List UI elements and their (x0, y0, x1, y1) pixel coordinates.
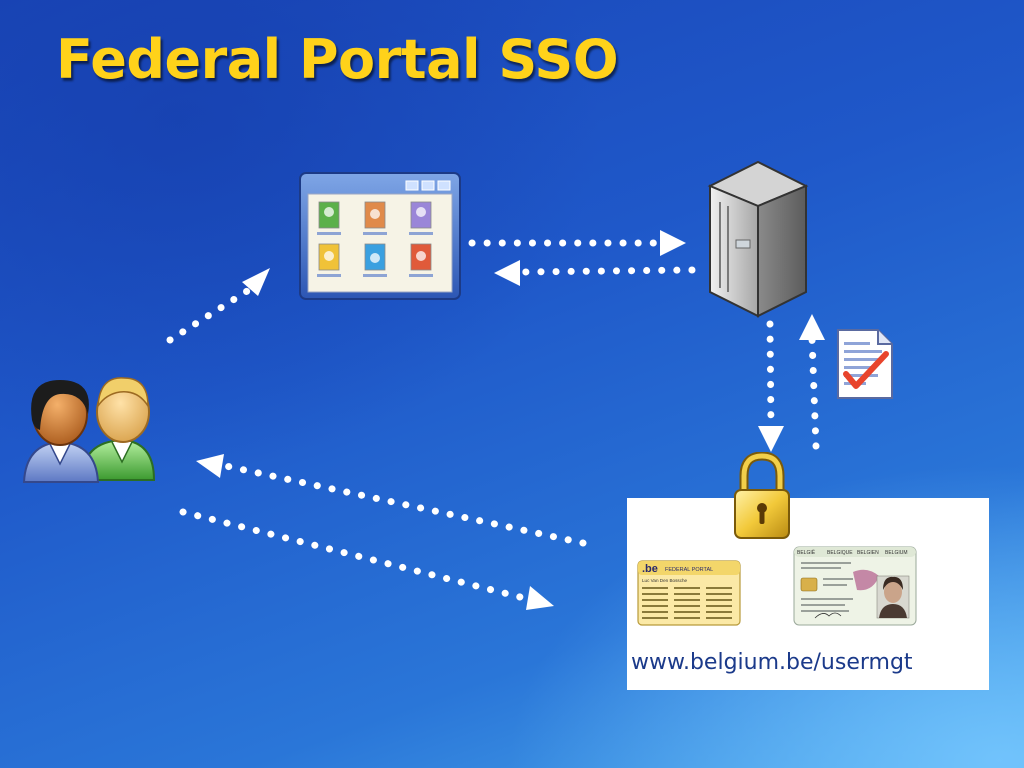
arrow-head-card (526, 586, 554, 610)
token-card-holder: Luc Van Den Bossche (642, 578, 688, 583)
arrow-users-to-card-line (179, 508, 532, 603)
server-icon (707, 160, 809, 318)
eid-header-de: BELGIEN (857, 550, 879, 556)
slide-title: Federal Portal SSO (56, 28, 619, 91)
arrow-server-to-lock-line (766, 320, 775, 432)
user-management-url[interactable]: www.belgium.be/usermgt (631, 650, 913, 675)
arrow-head-server (660, 230, 686, 256)
arrow-lock-to-server-line (808, 334, 820, 450)
arrow-card-to-users-line (222, 462, 587, 547)
portal-window-icon (299, 172, 461, 300)
eid-header-en: BELGIUM (885, 550, 908, 556)
users-icon (22, 377, 156, 483)
eid-header-nl: BELGIË (797, 549, 816, 556)
eid-header-fr: BELGIQUE (827, 550, 853, 556)
padlock-icon (734, 452, 790, 539)
checked-document-icon (837, 329, 893, 399)
arrow-users-to-portal-line (166, 284, 256, 344)
arrow-head-lock (758, 426, 784, 452)
info-card: .be FEDERAL PORTAL Luc Van Den Bossche B… (627, 498, 989, 690)
arrow-server-to-portal-line (518, 266, 696, 276)
arrow-head-portal-back (494, 260, 520, 286)
eid-card: BELGIË BELGIQUE BELGIEN BELGIUM (793, 546, 917, 626)
token-card-logo: .be (642, 563, 658, 575)
arrow-head-server-up (799, 314, 825, 340)
arrow-head-portal (242, 268, 270, 296)
token-card-label: FEDERAL PORTAL (665, 567, 713, 573)
arrow-head-users (196, 454, 224, 478)
token-card: .be FEDERAL PORTAL Luc Van Den Bossche (637, 560, 741, 626)
